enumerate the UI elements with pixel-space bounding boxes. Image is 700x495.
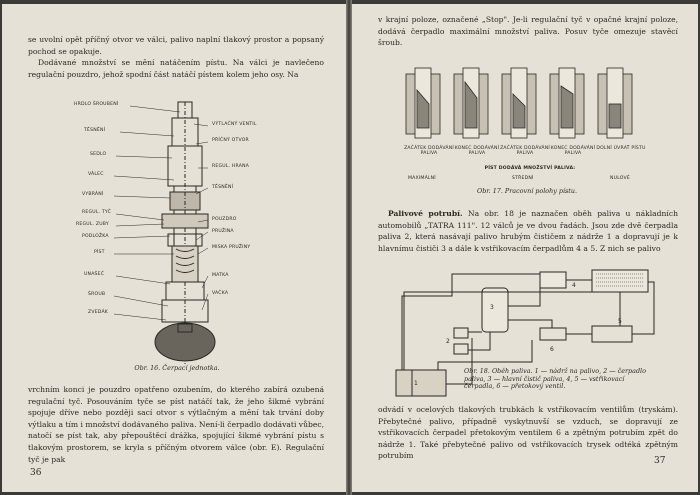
label-regul-hrana: REGUL. HRANA: [212, 164, 250, 169]
left-page-number: 36: [30, 468, 42, 478]
fig18-number-4: 4: [572, 282, 577, 289]
label-regul-tyc: REGUL. TYČ: [82, 210, 112, 215]
fig18-number-1: 1: [414, 380, 419, 387]
label-vytlacny-ventil: VÝTLAČNÝ VENTIL: [212, 122, 257, 127]
fig17-label-end2: KONEC DODÁVÁNÍ PALIVA: [550, 146, 596, 156]
right-page-number: 37: [654, 456, 666, 466]
figure-18-caption: Obr. 18. Oběh paliva. 1 — nádrž na paliv…: [464, 367, 646, 391]
label-hrdlo: HRDLO ŠROUBENÍ: [74, 102, 119, 107]
label-pruzina: PRUŽINA: [212, 229, 234, 234]
fig18-number-2: 2: [446, 338, 451, 345]
fig17-mid: STŘEDNÍ: [512, 176, 534, 181]
left-paragraph-3: vrchním konci je pouzdro opatřeno ozuben…: [28, 385, 324, 464]
right-paragraph-2-body: Na obr. 18 je naznačen oběh paliva u nák…: [378, 209, 678, 253]
right-page: v krajní poloze, označené „Stop". Je-li …: [352, 4, 698, 492]
label-pist: PÍST: [94, 250, 105, 255]
figure-17-caption: Obr. 17. Pracovní polohy pístu.: [476, 187, 578, 195]
label-miska-pruziny: MISKA PRUŽINY: [212, 245, 251, 250]
label-sedlo: SEDLO: [90, 152, 107, 157]
label-zvedak: ZVEDÁK: [88, 310, 109, 315]
label-unasec: UNAŠEČ: [84, 272, 105, 277]
right-paragraph-1: v krajní poloze, označené „Stop". Je-li …: [378, 15, 678, 48]
right-top-text: v krajní poloze, označené „Stop". Je-li …: [378, 14, 678, 49]
right-paragraph-2: Palivové potrubí. Na obr. 18 je naznačen…: [378, 208, 678, 254]
right-paragraph-3: odvádí v ocelových tlakových trubkách k …: [378, 405, 678, 461]
label-vybrani: VYBRÁNÍ: [82, 192, 104, 197]
fig17-zero: NULOVÉ: [610, 176, 630, 181]
label-regul-zuby: REGUL. ZUBY: [76, 222, 109, 227]
label-pouzdro: POUZDRO: [212, 217, 237, 222]
fig17-label-start: ZAČÁTEK DODÁVÁNÍ PALIVA: [404, 146, 454, 156]
right-bottom-text: odvádí v ocelových tlakových trubkách k …: [378, 404, 678, 462]
left-paragraph-2: Dodávané množství se mění natáčením píst…: [28, 58, 324, 79]
label-sroub: ŠROUB: [88, 292, 106, 297]
left-top-text: se uvolní opět příčný otvor ve válci, pa…: [28, 34, 324, 80]
figure-16-caption: Obr. 16. Čerpací jednotka.: [134, 364, 220, 372]
fuel-circuit-figure: [395, 269, 655, 397]
left-bottom-text: vrchním konci je pouzdro opatřeno ozuben…: [28, 384, 324, 465]
book-gutter: [346, 0, 352, 495]
fig18-number-6: 6: [550, 346, 555, 353]
label-tesneni-right: TĚSNĚNÍ: [212, 185, 234, 190]
fig17-heading: PÍST DODÁVÁ MNOŽSTVÍ PALIVA:: [484, 166, 576, 171]
left-page: se uvolní opět příčný otvor ve válci, pa…: [2, 4, 346, 492]
piston-positions-figure: [405, 67, 633, 139]
label-vacka: VAČKA: [212, 291, 229, 296]
fig17-label-start2: ZAČÁTEK DODÁVÁNÍ PALIVA: [500, 146, 550, 156]
fig17-max: MAXIMÁLNÍ: [408, 176, 436, 181]
label-tesneni: TĚSNĚNÍ: [84, 128, 106, 133]
label-podlozka: PODLOŽKA: [82, 234, 109, 239]
left-paragraph-1: se uvolní opět příčný otvor ve válci, pa…: [28, 35, 324, 56]
fig17-label-bottom: DOLNÍ ÚVRAŤ PÍSTU: [596, 146, 646, 151]
label-pricny-otvor: PŘÍČNÝ OTVOR: [212, 138, 249, 143]
fig18-number-5: 5: [618, 318, 623, 325]
fig18-number-3: 3: [490, 304, 495, 311]
label-matka: MATKA: [212, 273, 229, 278]
fig17-label-end: KONEC DODÁVÁNÍ PALIVA: [454, 146, 500, 156]
pump-unit-figure: [113, 101, 216, 364]
label-valec: VÁLEC: [88, 172, 104, 177]
right-middle-text: Palivové potrubí. Na obr. 18 je naznačen…: [378, 208, 678, 254]
section-heading: Palivové potrubí.: [388, 209, 463, 218]
